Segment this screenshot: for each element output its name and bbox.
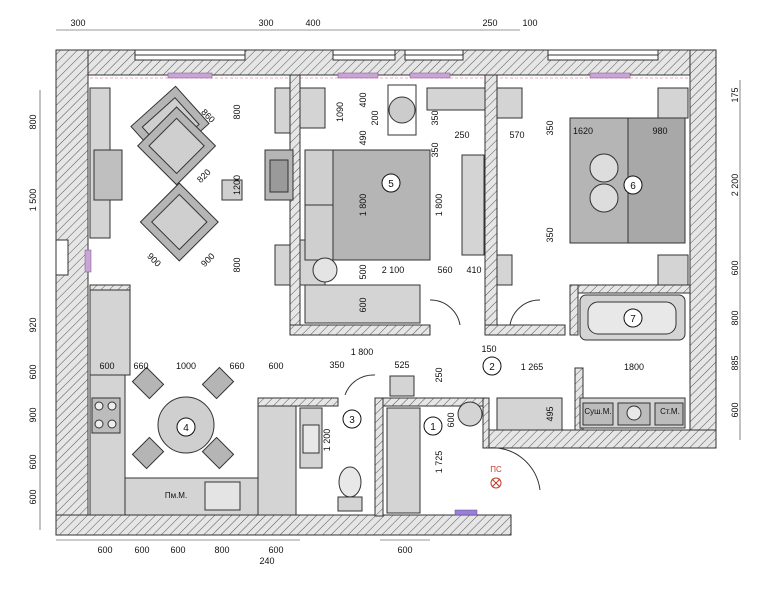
riser-label: ПС (490, 465, 502, 474)
top-dim-3: 400 (305, 18, 320, 28)
hallway-dimensions: 150 1 265 1800 495 525 250 350 600 1 725… (322, 344, 644, 473)
room6-dim-570: 570 (509, 130, 524, 140)
room-label-6: 6 (630, 181, 636, 192)
bottom-dimensions: 600 600 600 800 600 240 600 (97, 545, 412, 566)
bedroom-dim-2100: 2 100 (382, 265, 405, 275)
bedroom-dim-350b: 350 (430, 142, 440, 157)
left-dimensions: 800 1 500 920 600 900 600 600 (28, 114, 38, 504)
room-label-3: 3 (349, 415, 355, 426)
left-dim-7: 600 (28, 489, 38, 504)
kitchen-dimensions: 600 660 1000 660 600 (99, 361, 283, 371)
left-dim-3: 920 (28, 317, 38, 332)
bedroom-dim-500: 500 (358, 264, 368, 279)
hall-dim-1265: 1 265 (521, 362, 544, 372)
top-dim-1: 300 (70, 18, 85, 28)
room-label-7: 7 (630, 314, 636, 325)
bedroom-dim-250: 250 (454, 130, 469, 140)
kitchen-dim-660a: 660 (133, 361, 148, 371)
room-label-5: 5 (388, 179, 394, 190)
living-dim-1200: 1200 (232, 175, 242, 195)
room6-dim-1620: 1620 (573, 126, 593, 136)
wc (299, 407, 363, 512)
dryer-label: Суш.М. (584, 407, 611, 416)
right-dim-3: 600 (730, 260, 740, 275)
kitchen (89, 289, 297, 516)
bottom-dim-2: 600 (134, 545, 149, 555)
bedroom-dim-560: 560 (437, 265, 452, 275)
left-dim-2: 1 500 (28, 189, 38, 212)
hall-dim-250: 250 (434, 367, 444, 382)
right-dim-2: 2 200 (730, 174, 740, 197)
bottom-dim-5: 600 (268, 545, 283, 555)
left-dim-6: 600 (28, 454, 38, 469)
left-dim-5: 900 (28, 407, 38, 422)
top-dim-5: 100 (522, 18, 537, 28)
bottom-dim-3: 600 (170, 545, 185, 555)
hall-dim-525: 525 (394, 360, 409, 370)
room-label-1: 1 (430, 422, 436, 433)
appliance-labels: Пм.М. Суш.М. Ст.М. ПС (165, 407, 680, 500)
kitchen-dim-660b: 660 (229, 361, 244, 371)
bedroom-dim-1800v: 1 800 (358, 194, 368, 217)
hallway (344, 299, 563, 514)
kitchen-dim-1000: 1000 (176, 361, 196, 371)
right-dimensions: 175 2 200 600 800 885 600 (730, 87, 740, 417)
room-label-4: 4 (183, 423, 189, 434)
bottom-dim-7: 600 (397, 545, 412, 555)
room6-dim-980: 980 (652, 126, 667, 136)
hall-dim-1725: 1 725 (434, 451, 444, 474)
interior-walls (89, 74, 691, 517)
left-dim-4: 600 (28, 364, 38, 379)
bottom-dim-1: 600 (97, 545, 112, 555)
bedroom-dim-1090: 1090 (335, 102, 345, 122)
exterior-walls (55, 49, 717, 536)
left-dim-1: 800 (28, 114, 38, 129)
top-dim-4: 250 (482, 18, 497, 28)
bedroom-dim-400: 400 (358, 92, 368, 107)
washer-label: Ст.М. (660, 407, 680, 416)
right-dim-6: 600 (730, 402, 740, 417)
bottom-dim-6: 240 (259, 556, 274, 566)
kitchen-dim-600a: 600 (99, 361, 114, 371)
hall-dim-1800: 1800 (624, 362, 644, 372)
top-dimensions: 300 300 400 250 100 (70, 18, 537, 28)
living-dim-800b: 800 (232, 257, 242, 272)
room-label-2: 2 (489, 362, 495, 373)
hall-dim-150: 150 (481, 344, 496, 354)
hall-dim-350: 350 (329, 360, 344, 370)
top-dim-2: 300 (258, 18, 273, 28)
room6-dim-350b: 350 (545, 227, 555, 242)
room-labels: 1 2 3 4 5 6 7 (176, 173, 643, 437)
bedroom-dim-200: 200 (370, 110, 380, 125)
right-dim-1: 175 (730, 87, 740, 102)
bedroom-dimensions: 1090 400 200 490 1 800 500 600 2 100 1 8… (335, 92, 482, 357)
windows (55, 49, 688, 516)
dimension-lines (39, 29, 741, 541)
bedroom-dim-490: 490 (358, 130, 368, 145)
kitchen-dim-600b: 600 (268, 361, 283, 371)
dishwasher-label: Пм.М. (165, 491, 187, 500)
living-dim-900b: 900 (199, 251, 217, 269)
bottom-dim-4: 800 (214, 545, 229, 555)
bedroom-2 (496, 87, 689, 286)
hall-dim-1200: 1 200 (322, 429, 332, 452)
bedroom-dim-1800h: 1 800 (351, 347, 374, 357)
bedroom-dim-600: 600 (358, 297, 368, 312)
bedroom (299, 84, 486, 324)
bedroom-dim-350a: 350 (430, 110, 440, 125)
bedroom-dim-1800r: 1 800 (434, 194, 444, 217)
living-dim-800a: 800 (232, 104, 242, 119)
right-dim-4: 800 (730, 310, 740, 325)
living-dim-820: 820 (195, 167, 213, 185)
right-dim-5: 885 (730, 355, 740, 370)
living-room (89, 85, 294, 286)
hall-dim-495: 495 (545, 406, 555, 421)
hall-dim-600: 600 (446, 412, 456, 427)
bedroom-2-dimensions: 570 350 1620 980 350 (509, 120, 667, 242)
room6-dim-350a: 350 (545, 120, 555, 135)
bedroom-dim-410: 410 (466, 265, 481, 275)
living-dim-900a: 900 (145, 251, 163, 269)
